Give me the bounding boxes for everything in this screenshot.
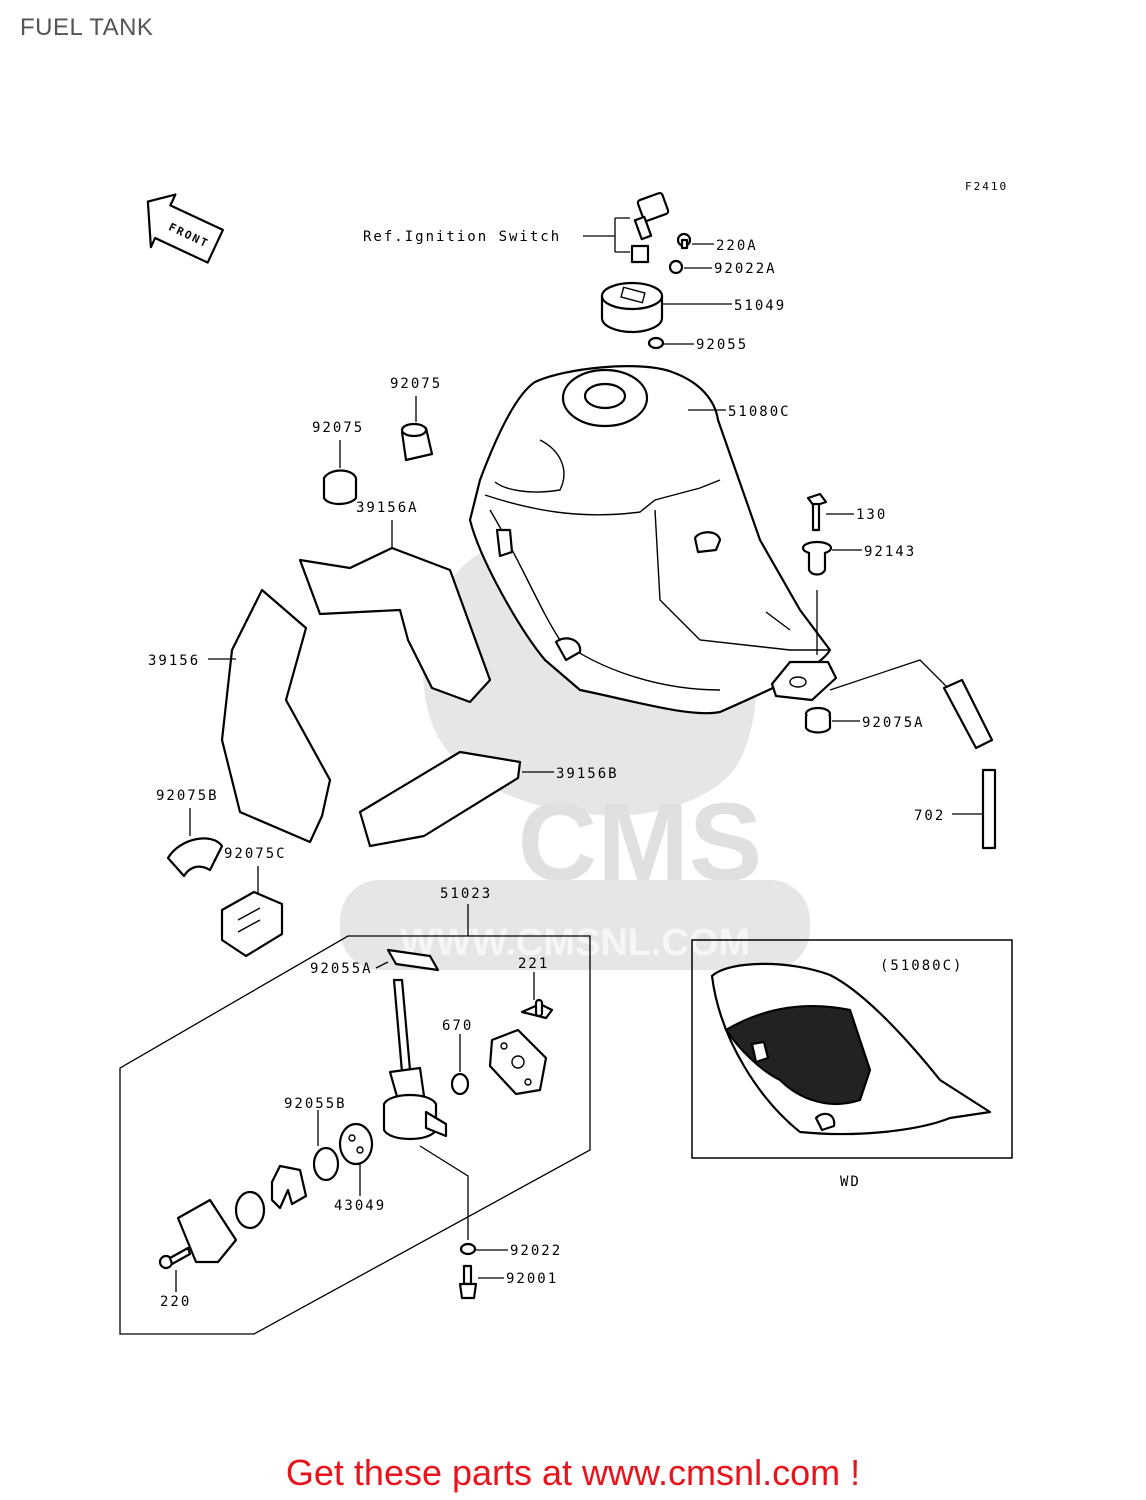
label-92001: 92001: [506, 1271, 558, 1287]
pad-39156A-icon: [298, 546, 492, 704]
oring-92055B-icon: [312, 1146, 340, 1182]
label-51049: 51049: [734, 298, 786, 314]
label-92022A: 92022A: [714, 261, 777, 277]
label-130: 130: [856, 507, 887, 523]
label-51080C: 51080C: [728, 404, 791, 420]
inset-title: (51080C): [880, 958, 963, 974]
gasket-92055-icon: [647, 336, 665, 350]
ref-leader: [583, 217, 630, 253]
inset-caption: WD: [840, 1174, 861, 1190]
page-title: FUEL TANK: [20, 14, 154, 41]
damper-92075-upper-icon: [400, 422, 434, 462]
watermark-url: WWW.CMSNL.COM: [400, 922, 750, 964]
label-39156B: 39156B: [556, 766, 619, 782]
damper-92075A-icon: [804, 706, 832, 734]
label-51023: 51023: [440, 886, 492, 902]
tap-lever-icon: [270, 1164, 308, 1210]
fuel-cap-icon: [600, 281, 664, 334]
label-220A: 220A: [716, 238, 758, 254]
damper-92075-left-icon: [322, 469, 358, 506]
screw-220-icon: [158, 1246, 192, 1270]
ignition-key-icon: [630, 191, 670, 264]
diaphragm-43049-icon: [338, 1122, 374, 1166]
label-39156A: 39156A: [356, 500, 419, 516]
label-92075-upper: 92075: [390, 376, 442, 392]
label-92075A: 92075A: [862, 715, 925, 731]
label-92055B: 92055B: [284, 1096, 347, 1112]
label-92075-left: 92075: [312, 420, 364, 436]
gasket-92055A-icon: [386, 948, 440, 972]
damper-92075B-icon: [166, 837, 224, 878]
label-92075C: 92075C: [224, 846, 287, 862]
parts-diagram: CMS WWW.CMSNL.COM F2410 FRONT Ref.Igniti…: [119, 180, 1013, 1335]
label-92022: 92022: [510, 1243, 562, 1259]
figure-code: F2410: [965, 180, 1008, 193]
label-221: 221: [518, 956, 549, 972]
front-arrow-shape: [146, 193, 224, 264]
fuel-tap-assembly-box: [119, 935, 591, 1335]
ref-ignition-label: Ref.Ignition Switch: [363, 229, 561, 245]
bolt-130-icon: [806, 492, 828, 532]
collar-92143-icon: [801, 540, 833, 576]
damper-92075C-icon: [220, 890, 284, 958]
label-39156: 39156: [148, 653, 200, 669]
label-92143: 92143: [864, 544, 916, 560]
footer-banner[interactable]: Get these parts at www.cmsnl.com !: [285, 1452, 861, 1493]
label-92055A: 92055A: [310, 961, 373, 977]
pad-39156-icon: [220, 588, 332, 844]
washer-92022A-icon: [668, 259, 684, 275]
bolt-92001-icon: [458, 1264, 478, 1300]
label-92075B: 92075B: [156, 788, 219, 804]
label-92055: 92055: [696, 337, 748, 353]
label-702: 702: [914, 808, 945, 824]
screw-221-icon: [520, 998, 554, 1020]
front-arrow: FRONT: [146, 193, 224, 264]
watermark-logo: CMS: [518, 781, 762, 904]
oring-670-icon: [450, 1072, 470, 1096]
label-220: 220: [160, 1294, 191, 1310]
inset-variant-box: (51080C) WD: [691, 939, 1013, 1190]
label-43049: 43049: [334, 1198, 386, 1214]
tap-cover-plate-icon: [488, 1028, 548, 1096]
hose-702-icon: [829, 659, 997, 850]
pad-39156B-icon: [358, 750, 522, 848]
fuel-tap-icon: [382, 978, 448, 1140]
lever-plate-icon: [176, 1198, 238, 1264]
label-670: 670: [442, 1018, 473, 1034]
lever-oring-icon: [234, 1190, 266, 1230]
screw-220A-icon: [676, 232, 692, 250]
fuel-tank-51080C: [468, 365, 838, 715]
washer-92022-icon: [459, 1242, 477, 1256]
